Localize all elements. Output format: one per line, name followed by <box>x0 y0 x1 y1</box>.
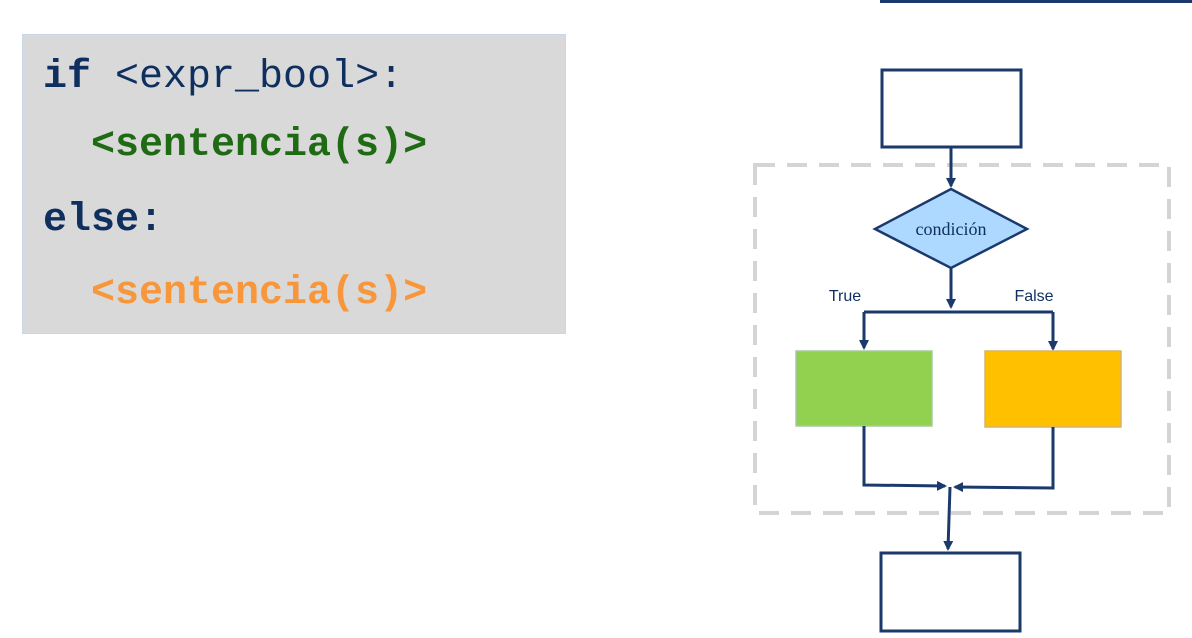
true-branch-merge-line <box>862 426 947 491</box>
else-keyword: else <box>43 198 140 243</box>
condition-expression: <expr_bool>: <box>115 55 404 100</box>
code-line-else: else: <box>43 198 163 244</box>
code-line-true-body: <sentencia(s)> <box>43 123 427 169</box>
false-statement-box <box>984 350 1122 428</box>
true-branch-label: True <box>829 288 861 305</box>
else-colon: : <box>139 198 164 243</box>
header-rule <box>880 0 1192 3</box>
false-branch-label: False <box>1014 288 1053 305</box>
condition-label: condición <box>916 219 987 239</box>
code-line-false-body: <sentencia(s)> <box>43 271 427 317</box>
code-block: if <expr_bool>: <sentencia(s)> else: <se… <box>22 34 566 334</box>
true-statement: <sentencia(s)> <box>91 123 428 168</box>
false-branch-merge-line <box>953 427 1055 493</box>
true-statement-box <box>795 350 933 427</box>
end-process-box <box>879 551 1022 633</box>
if-keyword: if <box>43 55 92 100</box>
code-line-if: if <expr_bool>: <box>43 55 403 101</box>
false-statement: <sentencia(s)> <box>91 271 428 316</box>
start-process-box <box>880 68 1023 149</box>
arrow-merge-to-end <box>943 486 954 551</box>
if-block-dashed-border <box>753 163 1171 515</box>
